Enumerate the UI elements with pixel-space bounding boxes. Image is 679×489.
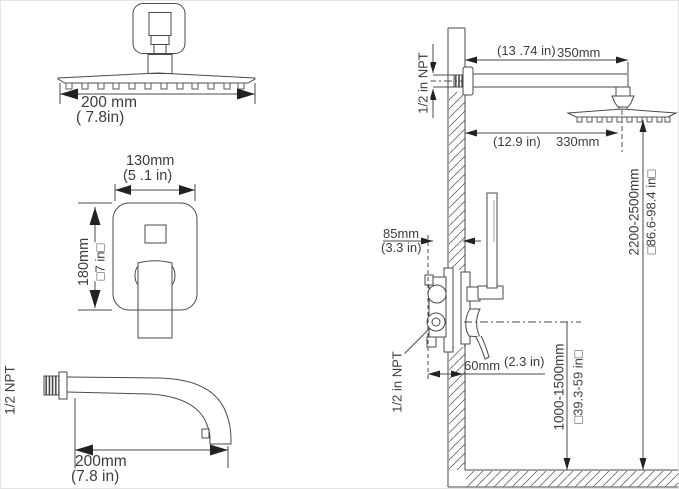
arm-length-in-label: (13 .74 in) — [497, 43, 556, 58]
dimension-arrow — [60, 88, 78, 100]
valve-handle — [137, 260, 173, 339]
valve-height-range-in-label: □39.3-59 in□ — [570, 349, 586, 425]
dimension-arrow — [463, 237, 475, 245]
dimension-arrow — [616, 56, 628, 64]
spout-offset-in-label: (2.3 in) — [504, 354, 545, 369]
valve-upper-port — [427, 284, 447, 304]
dimension-arrow — [563, 458, 571, 470]
handle-lever — [486, 192, 498, 289]
valve-trim-plate — [112, 202, 198, 311]
valve-width-mm-label: 130mm — [126, 153, 175, 169]
head-nozzles — [65, 82, 245, 90]
valve-wall-plate — [460, 271, 471, 345]
dimension-arrow — [429, 62, 437, 73]
dimension-arrow — [639, 458, 647, 470]
dimension-arrow — [639, 120, 647, 132]
spout-length-mm-label: 200mm — [75, 453, 127, 470]
spout-threads — [43, 375, 60, 396]
valve-front-view — [78, 184, 198, 339]
spout-body — [66, 376, 232, 445]
shower-head-nozzles — [576, 116, 671, 123]
arm-length-mm-label: 350mm — [557, 45, 601, 60]
overall-height-in-label: □86.6-98.4 in□ — [643, 168, 659, 256]
arm-flange — [462, 66, 474, 96]
floor-hatch — [466, 471, 678, 487]
top-thread-label: 1/2 in NPT — [415, 51, 431, 115]
dimension-arrow — [451, 370, 463, 378]
head-offset-mm-label: 330mm — [556, 134, 600, 149]
ball-joint — [611, 95, 635, 108]
head-offset-in-label: (12.9 in) — [493, 134, 541, 149]
head-connector — [147, 54, 173, 74]
dimension-arrow — [75, 444, 93, 456]
overall-height-mm-label: 2200-2500mm — [626, 167, 642, 257]
spout-flange — [58, 371, 68, 400]
dimension-arrow — [115, 185, 131, 195]
installation-side-view — [383, 27, 678, 488]
diverter-button — [144, 224, 167, 244]
dimension-arrow — [429, 89, 437, 100]
spout-length-in-label: (7.8 in) — [71, 468, 120, 485]
valve-height-in-label: □7 in□ — [92, 242, 108, 282]
spout-offset-mm-label: 60mm — [464, 358, 501, 373]
ball-joint-nut — [615, 86, 631, 97]
dimension-arrow — [237, 88, 255, 100]
valve-lower-port — [426, 312, 446, 332]
dimension-arrow — [606, 129, 618, 137]
showerhead-width-in-label: ( 7.8in) — [76, 109, 125, 126]
showerhead-top-view — [57, 3, 256, 104]
bottom-thread-label: 1/2 in NPT — [389, 350, 405, 414]
shower-arm — [464, 73, 629, 88]
valve-depth-in-label: (3.3 in) — [381, 240, 422, 255]
showerhead-width-mm-label: 200 mm — [81, 94, 137, 111]
dimension-arrow — [421, 237, 433, 245]
dimension-arrow — [465, 56, 477, 64]
valve-width-in-label: (5 .1 in) — [123, 168, 173, 184]
dimension-arrow — [179, 185, 195, 195]
valve-height-range-mm-label: 1000-1500mm — [551, 342, 567, 432]
spout-thread-label: 1/2 NPT — [2, 364, 18, 416]
mount-escutcheon — [132, 3, 186, 54]
mount-inner-square — [148, 12, 172, 36]
dimension-arrow — [465, 129, 477, 137]
dimension-arrow — [89, 207, 101, 225]
valve-depth-mm-label: 85mm — [383, 226, 420, 241]
dimension-arrow — [428, 370, 440, 378]
tub-spout-view — [43, 371, 232, 468]
head-plate — [57, 72, 256, 84]
dimension-arrow — [89, 290, 101, 308]
valve-height-mm-label: 180mm — [76, 236, 92, 288]
diverter-lever — [465, 308, 481, 338]
dimension-arrow — [210, 444, 228, 456]
